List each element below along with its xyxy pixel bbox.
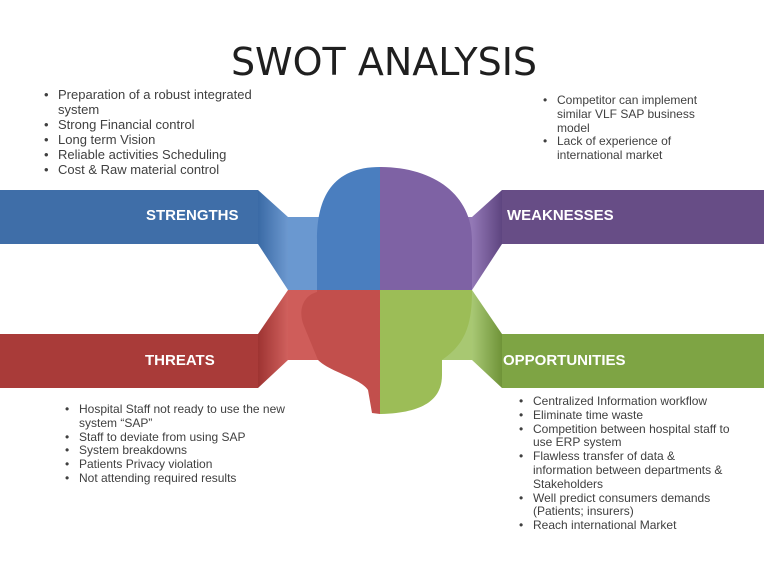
list-item: Strong Financial control <box>44 117 278 133</box>
opportunities-label: OPPORTUNITIES <box>503 352 626 369</box>
list-item: Competitor can implement similar VLF SAP… <box>543 93 727 135</box>
list-item: Well predict consumers demands (Patients… <box>519 491 733 520</box>
list-item: Long term Vision <box>44 132 278 148</box>
list-item: Hospital Staff not ready to use the new … <box>65 402 294 431</box>
list-item: Competition between hospital staff to us… <box>519 422 733 451</box>
weaknesses-band <box>502 190 764 244</box>
opportunities-band <box>502 334 764 388</box>
list-item: Lack of experience of international mark… <box>543 135 727 163</box>
list-item: Reliable activities Scheduling <box>44 147 278 163</box>
weaknesses-connector <box>472 190 502 290</box>
list-item: Cost & Raw material control <box>44 162 278 178</box>
threats-label: THREATS <box>145 352 215 369</box>
weaknesses-list: Competitor can implement similar VLF SAP… <box>543 93 727 163</box>
threats-connector <box>258 290 288 388</box>
strengths-label: STRENGTHS <box>146 207 239 224</box>
list-item: Preparation of a robust integrated syste… <box>44 87 278 118</box>
list-item: Flawless transfer of data & information … <box>519 449 733 491</box>
list-item: Centralized Information workflow <box>519 394 733 409</box>
list-item: Staff to deviate from using SAP <box>65 430 294 445</box>
threats-list: Hospital Staff not ready to use the new … <box>65 402 294 486</box>
opportunities-list: Centralized Information workflow Elimina… <box>519 394 733 533</box>
list-item: Patients Privacy violation <box>65 457 294 472</box>
page-title: SWOT ANALYSIS <box>230 40 538 84</box>
list-item: Reach international Market <box>519 518 733 533</box>
weaknesses-label: WEAKNESSES <box>507 207 614 224</box>
threats-band <box>0 334 258 388</box>
list-item: Not attending required results <box>65 471 294 486</box>
strengths-connector <box>258 190 288 290</box>
strengths-list: Preparation of a robust integrated syste… <box>44 87 278 178</box>
list-item: System breakdowns <box>65 444 294 458</box>
opportunities-connector <box>472 290 502 388</box>
list-item: Eliminate time waste <box>519 408 733 423</box>
strengths-band <box>0 190 258 244</box>
